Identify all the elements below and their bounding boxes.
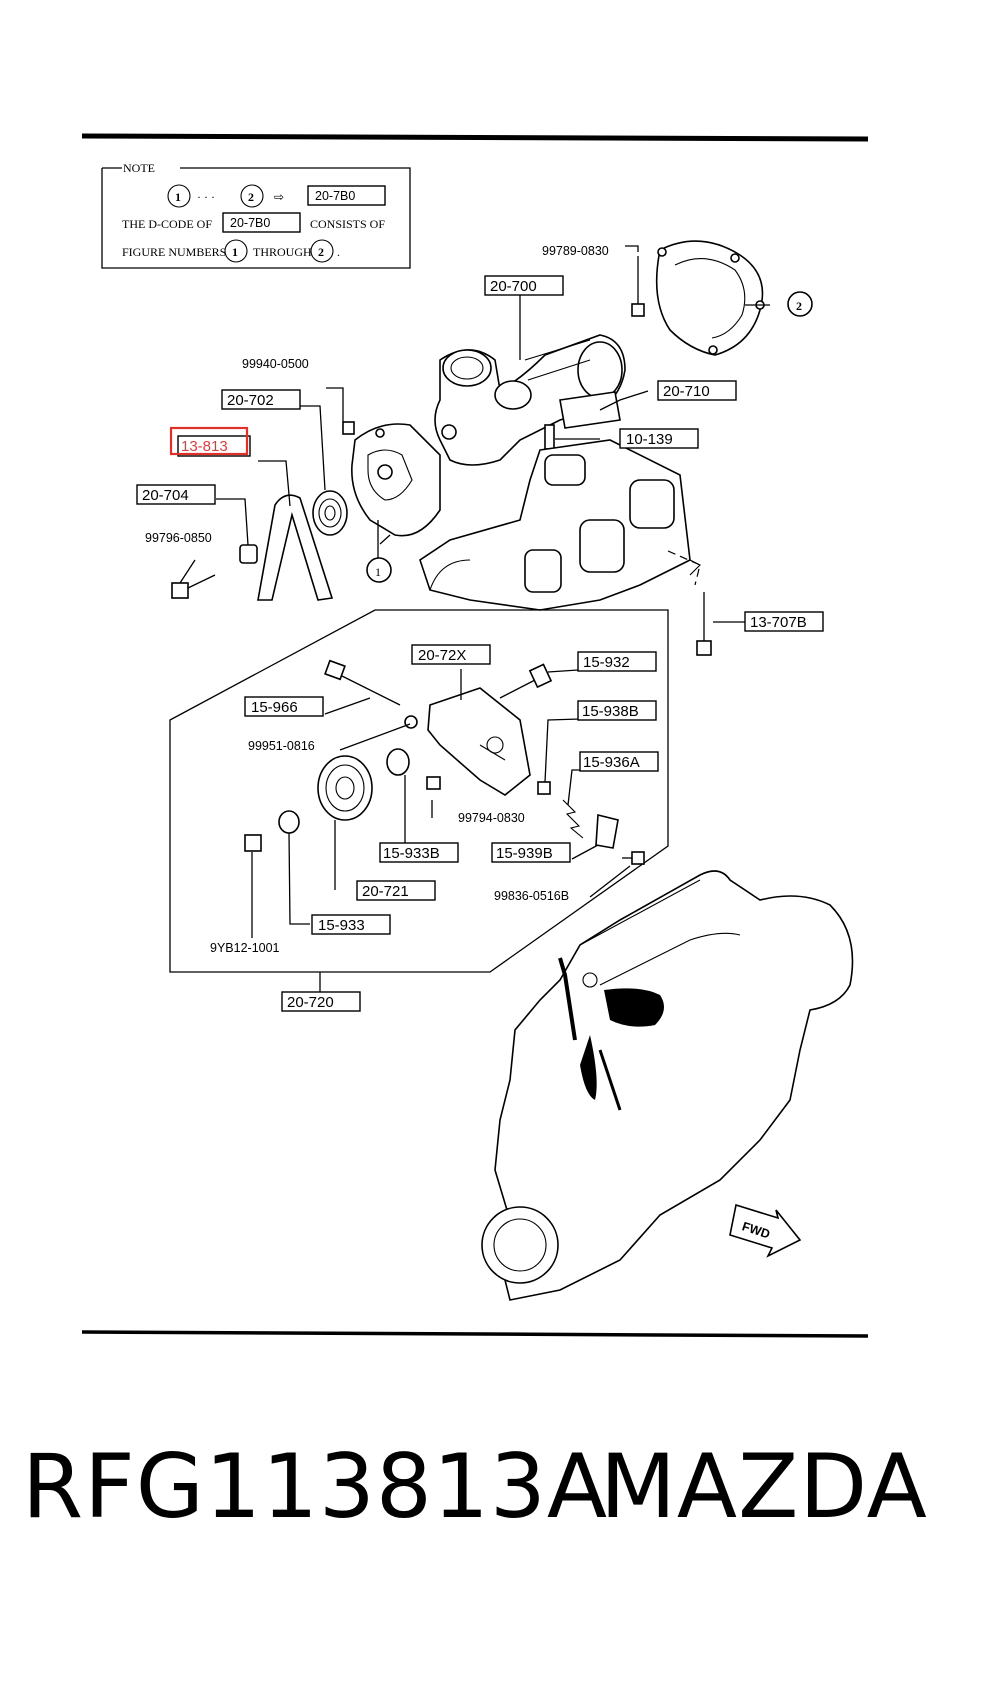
detail-frame <box>169 609 669 973</box>
spacer-15933b <box>386 748 410 776</box>
pn-99794-0830: 99794-0830 <box>458 811 525 825</box>
pn-99796-0850: 99796-0850 <box>145 531 212 545</box>
note-circle-2: 2 <box>248 190 254 204</box>
heat-shield <box>655 240 765 356</box>
note-circle-2b: 2 <box>318 245 324 259</box>
pn-99951-0816: 99951-0816 <box>248 739 315 753</box>
footer-part-number: RFG113813A <box>22 1435 609 1538</box>
note-dcode-2: 20-7B0 <box>230 216 270 230</box>
footer-brand: MAZDA <box>600 1435 928 1538</box>
exhaust-manifold <box>419 439 701 611</box>
note-title: NOTE <box>123 161 155 175</box>
note-arrow: ⇨ <box>274 190 284 204</box>
top-rule <box>81 133 869 142</box>
washer-15933 <box>278 810 300 834</box>
fwd-arrow-icon: FWD <box>729 1203 802 1258</box>
bottom-rule <box>81 1330 869 1338</box>
belt-13813 <box>257 494 334 601</box>
plate-15939b <box>595 813 619 849</box>
note-line3-mid: THROUGH <box>253 245 312 259</box>
callout-1: 1 <box>375 565 381 579</box>
callout-2: 2 <box>796 299 802 313</box>
part-numbers: 99789-0830 99940-0500 99796-0850 99951-0… <box>145 244 609 955</box>
stud-99789 <box>625 245 645 317</box>
pump-cover <box>351 423 441 537</box>
note-box: NOTE 1 · · · 2 ⇨ 20-7B0 THE D-CODE OF 20… <box>101 161 411 269</box>
stud-10139 <box>544 424 555 450</box>
note-line2-suffix: CONSISTS OF <box>310 217 385 231</box>
label-15-939b: 15-939B <box>496 845 553 862</box>
pn-9yb12-1001: 9YB12-1001 <box>210 941 280 955</box>
label-boxes: 20-700 20-702 13-813 20-704 20-710 10-13… <box>136 275 824 1012</box>
screw-99836 <box>622 851 645 865</box>
engine-block <box>481 870 854 1301</box>
pn-99789-0830: 99789-0830 <box>542 244 609 258</box>
label-15-933: 15-933 <box>318 917 365 934</box>
note-circle-1: 1 <box>175 190 181 204</box>
note-line2-prefix: THE D-CODE OF <box>122 217 212 231</box>
spring-15936a <box>562 799 584 839</box>
pn-99940-0500: 99940-0500 <box>242 357 309 371</box>
label-20-700: 20-700 <box>490 278 537 295</box>
label-10-139: 10-139 <box>626 431 673 448</box>
nut-15938b <box>537 781 551 795</box>
pn-99836-0516b: 99836-0516B <box>494 889 569 903</box>
bolt-99794 <box>426 776 441 790</box>
turbocharger <box>434 334 626 466</box>
bolt-99796 <box>171 574 216 599</box>
label-15-932: 15-932 <box>583 654 630 671</box>
note-circle-1b: 1 <box>232 245 238 259</box>
bolt-15932 <box>499 663 553 699</box>
label-20-702: 20-702 <box>227 392 274 409</box>
label-13-707b: 13-707B <box>750 614 807 631</box>
label-15-938b: 15-938B <box>582 703 639 720</box>
label-13-813: 13-813 <box>181 438 228 455</box>
nut-9yb12 <box>244 834 262 852</box>
callouts: 1 2 <box>366 291 813 583</box>
pulley-20721 <box>317 755 373 821</box>
spacer-20704 <box>239 544 258 564</box>
bolt-99940 <box>342 421 355 435</box>
label-20-72x: 20-72X <box>418 647 466 664</box>
label-20-710: 20-710 <box>663 383 710 400</box>
note-line3-end: . <box>337 245 340 259</box>
highlight-13813 <box>169 426 249 456</box>
note-dcode-1: 20-7B0 <box>315 189 355 203</box>
label-15-933b: 15-933B <box>383 845 440 862</box>
label-20-721: 20-721 <box>362 883 409 900</box>
label-20-704: 20-704 <box>142 487 189 504</box>
note-dots: · · · <box>197 190 215 204</box>
bracket-20-72x <box>427 687 531 796</box>
label-20-720: 20-720 <box>287 994 334 1011</box>
note-line3-prefix: FIGURE NUMBERS <box>122 245 226 259</box>
label-15-936a: 15-936A <box>583 754 640 771</box>
pulley-20702 <box>312 490 348 536</box>
bolt-15966 <box>324 659 418 729</box>
bolt-13707b <box>696 592 745 656</box>
label-15-966: 15-966 <box>251 699 298 716</box>
